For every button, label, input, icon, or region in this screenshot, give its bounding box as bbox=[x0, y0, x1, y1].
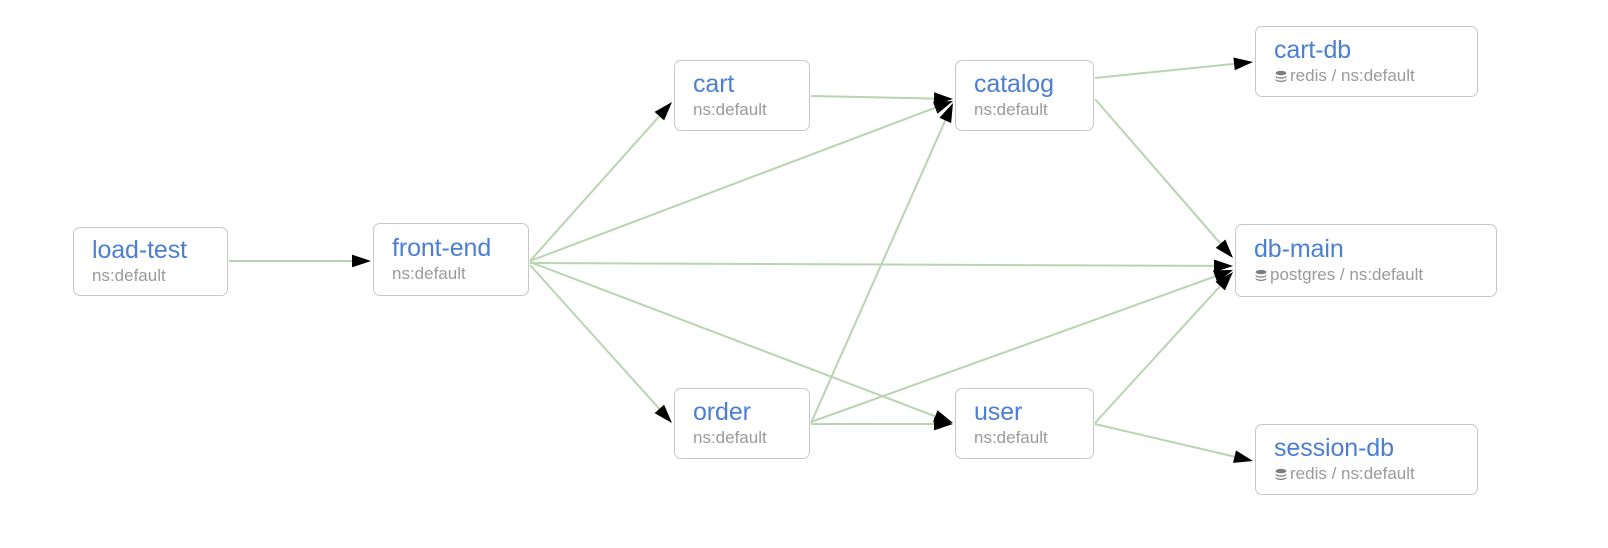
node-subtitle-text: redis / ns:default bbox=[1290, 66, 1415, 85]
node-subtitle: ns:default bbox=[92, 265, 213, 287]
node-subtitle: postgres / ns:default bbox=[1254, 264, 1482, 286]
database-icon bbox=[1254, 269, 1268, 284]
node-subtitle: ns:default bbox=[693, 99, 795, 121]
node-subtitle-text: redis / ns:default bbox=[1290, 464, 1415, 483]
edge-cart-to-catalog bbox=[810, 92, 953, 105]
node-subtitle: ns:default bbox=[693, 427, 795, 449]
graph-node-db-main[interactable]: db-main postgres / ns:default bbox=[1235, 224, 1497, 297]
graph-node-load-test[interactable]: load-test ns:default bbox=[73, 227, 228, 296]
edge-order-to-user bbox=[811, 417, 953, 431]
node-subtitle-text: ns:default bbox=[693, 428, 767, 447]
node-title: db-main bbox=[1254, 235, 1344, 263]
node-title: load-test bbox=[92, 236, 187, 264]
node-subtitle: ns:default bbox=[974, 99, 1079, 121]
node-subtitle-text: ns:default bbox=[92, 266, 166, 285]
node-subtitle-text: postgres / ns:default bbox=[1270, 265, 1424, 284]
edge-catalog-to-cart-db bbox=[1094, 57, 1253, 79]
node-subtitle: redis / ns:default bbox=[1274, 463, 1463, 485]
node-title: user bbox=[974, 398, 1023, 426]
graph-node-front-end[interactable]: front-end ns:default bbox=[373, 223, 529, 296]
graph-node-user[interactable]: user ns:default bbox=[955, 388, 1094, 459]
database-icon bbox=[1274, 468, 1288, 483]
node-title: cart bbox=[693, 70, 735, 98]
graph-node-cart[interactable]: cart ns:default bbox=[674, 60, 810, 131]
edge-load-test-to-front-end bbox=[229, 254, 371, 268]
node-subtitle-text: ns:default bbox=[974, 428, 1048, 447]
graph-node-catalog[interactable]: catalog ns:default bbox=[955, 60, 1094, 131]
node-subtitle-text: ns:default bbox=[392, 264, 466, 283]
edge-user-to-session-db bbox=[1094, 423, 1253, 463]
edge-front-end-to-catalog bbox=[529, 101, 953, 262]
node-title: catalog bbox=[974, 70, 1054, 98]
edge-front-end-to-cart bbox=[529, 102, 672, 262]
edge-order-to-catalog bbox=[810, 103, 953, 424]
database-icon bbox=[1274, 70, 1288, 85]
graph-node-session-db[interactable]: session-db redis / ns:default bbox=[1255, 424, 1478, 495]
node-subtitle-text: ns:default bbox=[693, 100, 767, 119]
node-subtitle: ns:default bbox=[392, 263, 514, 285]
node-title: order bbox=[693, 398, 751, 426]
node-subtitle: redis / ns:default bbox=[1274, 65, 1463, 87]
node-subtitle-text: ns:default bbox=[974, 100, 1048, 119]
node-title: session-db bbox=[1274, 434, 1394, 462]
edge-catalog-to-db-main bbox=[1094, 98, 1233, 258]
edge-user-to-db-main bbox=[1094, 272, 1233, 424]
graph-node-order[interactable]: order ns:default bbox=[674, 388, 810, 459]
edge-front-end-to-order bbox=[529, 264, 672, 423]
edge-front-end-to-db-main bbox=[529, 259, 1233, 273]
edge-order-to-db-main bbox=[810, 270, 1233, 423]
graph-node-cart-db[interactable]: cart-db redis / ns:default bbox=[1255, 26, 1478, 97]
node-subtitle: ns:default bbox=[974, 427, 1079, 449]
node-title: cart-db bbox=[1274, 36, 1352, 64]
node-title: front-end bbox=[392, 234, 492, 262]
